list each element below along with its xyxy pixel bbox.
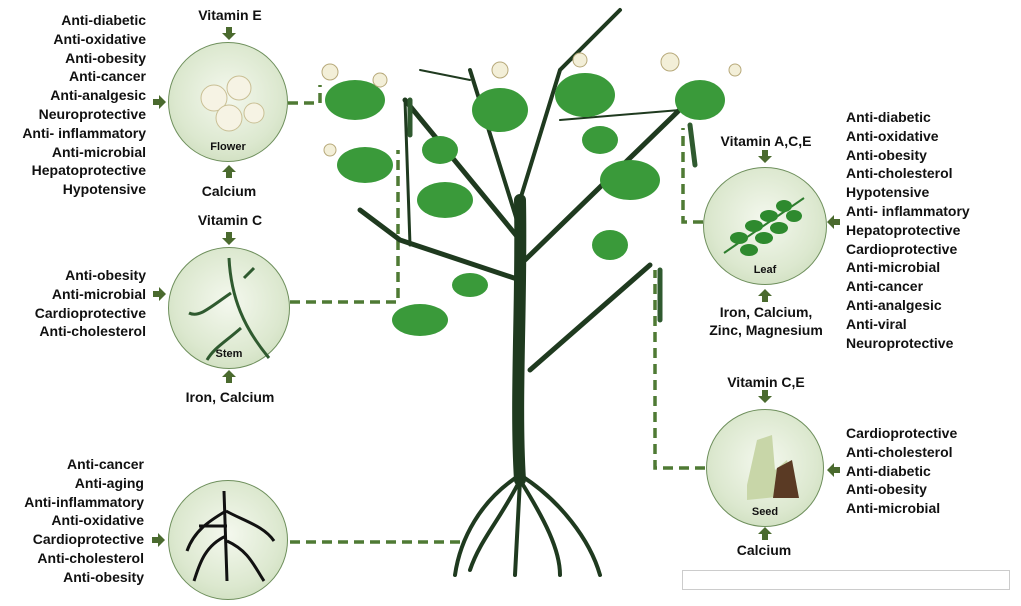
leaf-vitamin: Vitamin A,C,E: [720, 133, 812, 149]
effect: Cardioprotective: [846, 240, 958, 257]
effect: Anti-analgesic: [846, 296, 942, 313]
effect: Cardioprotective: [32, 531, 144, 548]
effect: Anti- inflammatory: [846, 202, 970, 219]
seed-label: Seed: [751, 506, 779, 518]
flower-label: Flower: [210, 141, 246, 153]
tree-leaves: [325, 73, 725, 336]
seed-vitamin: Vitamin C,E: [727, 374, 805, 390]
effect: Hypotensive: [62, 181, 146, 198]
arrow-icon: [222, 165, 236, 178]
effect: Hepatoprotective: [31, 162, 146, 179]
tree-flowers: [321, 52, 742, 157]
effect: Anti-cholesterol: [846, 443, 953, 460]
effect: Anti-cholesterol: [846, 165, 953, 182]
connector-seed: [653, 270, 705, 470]
tree-pods: [407, 97, 698, 323]
stem-label: Stem: [215, 348, 243, 360]
effect: Anti-inflammatory: [24, 493, 144, 510]
seed-mineral: Calcium: [736, 542, 792, 558]
arrow-icon: [827, 463, 840, 477]
flower-circle: Flower: [168, 42, 288, 162]
effect: Anti-diabetic: [846, 109, 931, 125]
effect: Hepatoprotective: [846, 221, 961, 238]
effect: Anti-microbial: [846, 500, 941, 517]
connector-leaf: [681, 128, 703, 224]
leaf-label: Leaf: [753, 264, 777, 276]
seed-image: [747, 435, 799, 500]
effect: Cardioprotective: [846, 425, 958, 441]
effect: Neuroprotective: [38, 105, 146, 122]
effect: Anti-oxidative: [51, 512, 144, 529]
effect: Anti-viral: [846, 315, 907, 332]
arrow-icon: [758, 527, 772, 540]
effect: Anti-microbial: [846, 259, 941, 276]
leaf-mineral-2: Zinc, Magnesium: [709, 322, 823, 338]
root-image: [185, 490, 276, 582]
arrow-icon: [222, 232, 236, 245]
flower-mineral: Calcium: [201, 183, 257, 199]
connector-flower: [288, 85, 322, 105]
arrow-icon: [758, 289, 772, 302]
effect: Anti-microbial: [51, 143, 146, 160]
leaf-mineral-1: Iron, Calcium,: [719, 304, 813, 320]
effect: Anti-oxidative: [53, 30, 146, 47]
arrow-icon: [758, 390, 772, 403]
effect: Anti- inflammatory: [22, 124, 146, 141]
stem-circle: Stem: [168, 247, 290, 369]
effect: Anti-microbial: [51, 285, 146, 302]
stem-image: [188, 257, 271, 361]
leaf-circle: Leaf: [703, 167, 827, 285]
flower-image: [200, 75, 265, 132]
effect: Anti-diabetic: [61, 12, 146, 28]
effect: Anti-obesity: [846, 481, 927, 498]
effect: Anti-cancer: [846, 278, 924, 295]
effect: Anti-cancer: [68, 68, 146, 85]
effect: Anti-obesity: [65, 49, 146, 66]
arrow-icon: [222, 370, 236, 383]
leaf-image: [723, 197, 805, 256]
arrow-icon: [827, 215, 840, 229]
arrow-icon: [152, 533, 165, 547]
arrow-icon: [153, 95, 166, 109]
connector-stem: [290, 150, 400, 304]
effect: Anti-obesity: [65, 267, 146, 283]
effect: Neuroprotective: [846, 334, 954, 351]
flower-vitamin: Vitamin E: [198, 7, 262, 23]
effect: Anti-cancer: [66, 456, 144, 472]
effect: Anti-aging: [74, 474, 144, 491]
effect: Anti-oxidative: [846, 127, 939, 144]
caption-box: [682, 570, 1010, 590]
effect: Anti-analgesic: [50, 87, 146, 104]
arrow-icon: [222, 27, 236, 40]
root-circle: [168, 480, 288, 600]
effect: Hypotensive: [846, 184, 930, 201]
arrow-icon: [153, 287, 166, 301]
seed-circle: Seed: [706, 409, 824, 527]
stem-mineral: Iron, Calcium: [185, 389, 275, 405]
dashed-connectors: [288, 85, 705, 544]
arrow-icon: [758, 150, 772, 163]
arrows: [152, 27, 840, 547]
stem-vitamin: Vitamin C: [197, 212, 263, 228]
effect: Cardioprotective: [34, 304, 146, 321]
effect: Anti-obesity: [63, 568, 144, 585]
tree-illustration: [152, 8, 840, 577]
effect: Anti-obesity: [846, 146, 927, 163]
effect: Anti-cholesterol: [37, 549, 144, 566]
effect: Anti-cholesterol: [39, 323, 146, 340]
tree-branches: [357, 8, 703, 577]
effect: Anti-diabetic: [846, 462, 931, 479]
